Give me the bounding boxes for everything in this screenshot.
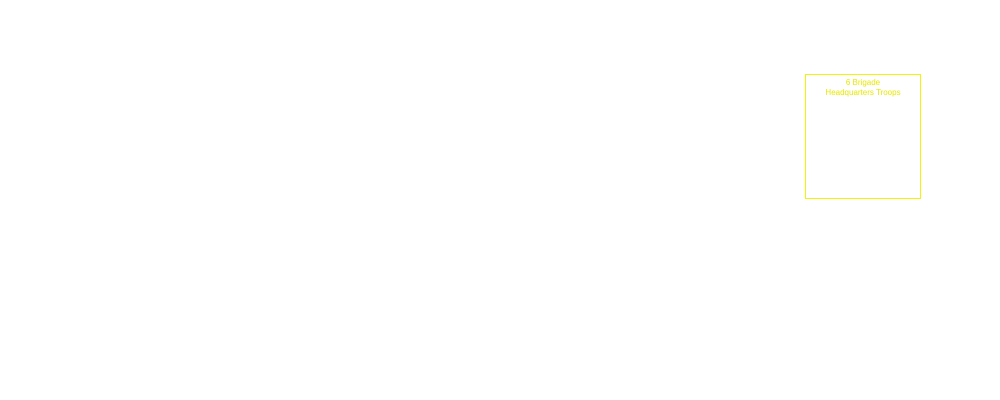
- unit-label-line-2: Headquarters Troops: [825, 88, 901, 97]
- unit-box-6-brigade-hq-troops[interactable]: 6 Brigade Headquarters Troops: [805, 74, 921, 199]
- unit-label-line-1: 6 Brigade: [845, 78, 881, 87]
- unit-label: 6 Brigade Headquarters Troops: [806, 78, 920, 98]
